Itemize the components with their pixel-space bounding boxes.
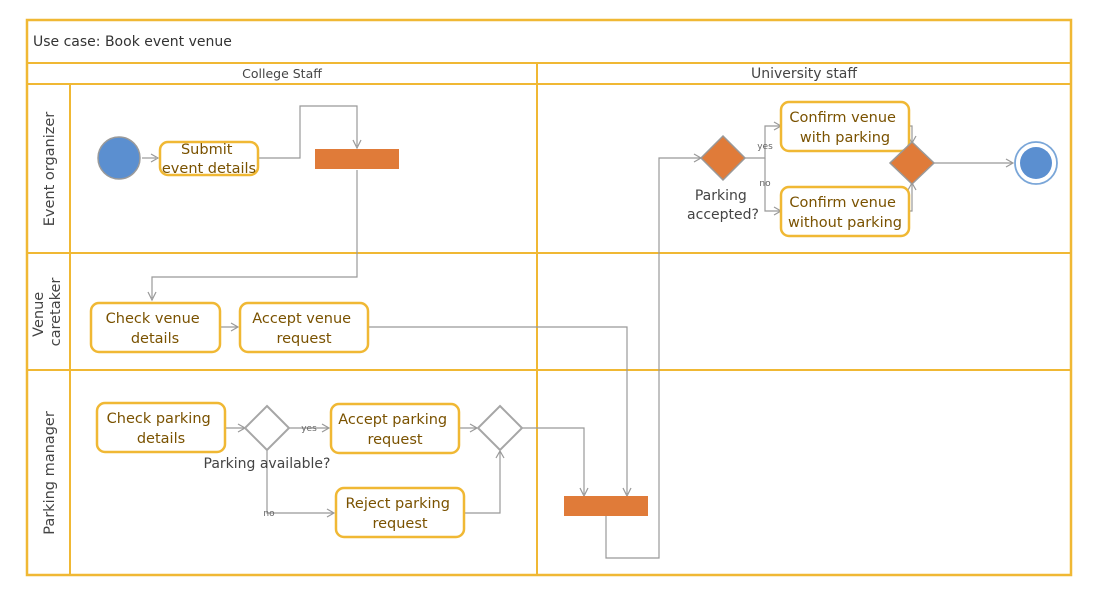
start-node <box>97 136 141 180</box>
action-submit-event-details <box>158 140 260 177</box>
edge-no-confirm-without <box>764 158 780 212</box>
edge-accept-venue-join <box>368 326 628 494</box>
label-line: Accept venue <box>252 311 351 327</box>
edge-yes-confirm-with <box>745 125 780 159</box>
merge-confirm <box>888 140 936 186</box>
label-line: Confirm venue <box>789 195 896 211</box>
decision-parking-available <box>243 404 291 452</box>
decision-parking-accepted <box>699 134 747 182</box>
label-line: request <box>276 331 331 347</box>
label-line: Check parking <box>107 411 211 427</box>
action-reject-parking-request-label: Reject parking request <box>345 496 454 532</box>
lane-label-event-organizer: Event organizer <box>42 112 58 227</box>
action-accept-parking-request <box>329 402 461 455</box>
column-header-university-staff: University staff <box>751 66 857 82</box>
action-confirm-venue-with-parking-label: Confirm venue with parking <box>789 110 900 146</box>
label-line: Confirm venue <box>789 110 896 126</box>
action-check-venue-details-label: Check venue details <box>106 311 205 347</box>
edge-label-no-parking: no <box>263 509 275 519</box>
label-line: request <box>372 516 427 532</box>
edge-merge-join <box>522 427 585 494</box>
action-accept-parking-request-label: Accept parking request <box>338 412 452 448</box>
label-line: request <box>367 432 422 448</box>
arrowhead-accept-venue <box>230 322 240 332</box>
diagram-title: Use case: Book event venue <box>33 34 232 50</box>
arrowhead-accept-parking <box>321 423 331 433</box>
lane-label-venue-line1: Venue <box>31 292 47 337</box>
label-line: Submit <box>181 142 233 158</box>
lane-label-parking-manager: Parking manager <box>42 411 58 535</box>
action-confirm-venue-with-parking <box>779 100 911 153</box>
action-accept-venue-request-label: Accept venue request <box>252 311 355 347</box>
edge-no-reject-parking <box>266 450 333 514</box>
lane-label-venue-caretaker: Venue caretaker <box>31 278 64 347</box>
label-line: details <box>131 331 179 347</box>
arrowhead-check-venue <box>147 291 157 302</box>
label-line: Check venue <box>106 311 200 327</box>
edge-label-yes-parking: yes <box>301 424 317 434</box>
decision-parking-accepted-label: Parking accepted? <box>687 188 759 223</box>
label-line: details <box>137 431 185 447</box>
action-confirm-venue-without-parking <box>779 185 911 238</box>
action-submit-event-details-label: Submit event details <box>162 142 256 177</box>
action-confirm-venue-without-parking-label: Confirm venue without parking <box>788 195 902 231</box>
edge-label-no-accepted: no <box>759 179 771 189</box>
label-line: Accept parking <box>338 412 447 428</box>
action-reject-parking-request <box>334 486 466 539</box>
label-line: Parking <box>695 188 747 204</box>
edge-join-decision <box>605 157 700 559</box>
edge-reject-parking-merge <box>464 452 501 514</box>
label-line: accepted? <box>687 207 759 223</box>
join-bar <box>564 496 648 516</box>
action-check-parking-details-label: Check parking details <box>107 411 216 447</box>
edge-submit-fork <box>258 105 358 159</box>
label-line: with parking <box>800 130 890 146</box>
arrowhead-reject-parking <box>326 508 336 518</box>
decision-parking-available-label: Parking available? <box>204 456 331 472</box>
diagram-frame <box>25 18 1073 577</box>
label-line: without parking <box>788 215 902 231</box>
fork-bar <box>315 149 399 169</box>
arrowhead-end <box>1005 158 1015 168</box>
edge-fork-check-venue <box>151 170 358 298</box>
lane-label-venue-line2: caretaker <box>48 278 64 347</box>
end-node-inner <box>1020 147 1052 179</box>
action-check-parking-details <box>95 401 227 454</box>
action-accept-venue-request <box>238 301 370 354</box>
arrowhead-submit <box>150 153 160 163</box>
label-line: Reject parking <box>345 496 449 512</box>
column-header-college-staff: College Staff <box>242 66 322 81</box>
label-line: event details <box>162 161 256 177</box>
action-check-venue-details <box>89 301 222 354</box>
merge-parking <box>476 404 524 452</box>
edge-label-yes-accepted: yes <box>757 142 773 152</box>
arrowhead-fork <box>352 139 362 150</box>
